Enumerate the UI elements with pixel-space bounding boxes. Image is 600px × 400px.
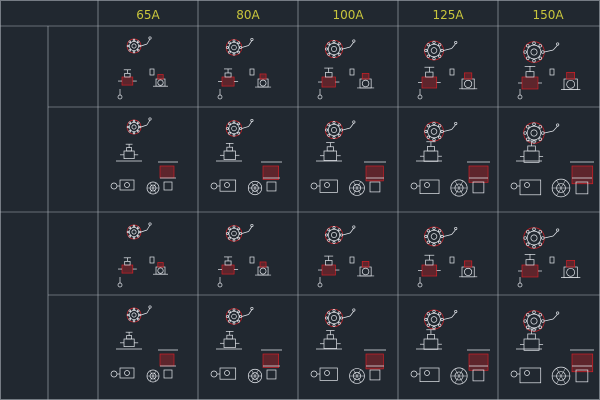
- valve-drawing-r1-c3: [317, 39, 375, 100]
- col-header-80a: 80A: [236, 8, 260, 22]
- col-header-65a: 65A: [136, 8, 160, 22]
- valve-drawing-r3-c2: [217, 223, 272, 288]
- valve-drawing-r3-c4: [417, 226, 478, 288]
- valve-drawing-r4-c3: [310, 308, 386, 384]
- col-header-100a: 100A: [332, 8, 364, 22]
- valve-drawing-r1-c1: [117, 36, 168, 100]
- valve-drawing-r3-c3: [317, 225, 375, 288]
- col-header-150a: 150A: [532, 8, 564, 22]
- valve-drawing-r1-c4: [417, 40, 478, 100]
- valve-drawing-r2-c4: [410, 121, 490, 197]
- valve-drawing-r3-c1: [117, 222, 168, 288]
- valve-drawing-r4-c2: [210, 306, 282, 384]
- valve-drawing-r4-c4: [410, 309, 490, 385]
- valve-drawing-r1-c2: [217, 37, 272, 100]
- valve-drawing-r4-c1: [110, 305, 178, 383]
- valve-drawing-r2-c3: [310, 120, 386, 196]
- valve-drawing-r1-c5: [517, 41, 581, 100]
- valve-drawing-r3-c5: [517, 227, 581, 288]
- col-header-125a: 125A: [432, 8, 464, 22]
- column-headers: 65A 80A 100A 125A 150A: [136, 8, 564, 22]
- valve-drawing-r4-c5: [510, 310, 594, 386]
- valve-drawing-r2-c1: [110, 117, 178, 195]
- valve-drawing-r2-c2: [210, 118, 282, 196]
- valve-drawing-r2-c5: [510, 122, 594, 198]
- valve-drawings: [110, 36, 594, 386]
